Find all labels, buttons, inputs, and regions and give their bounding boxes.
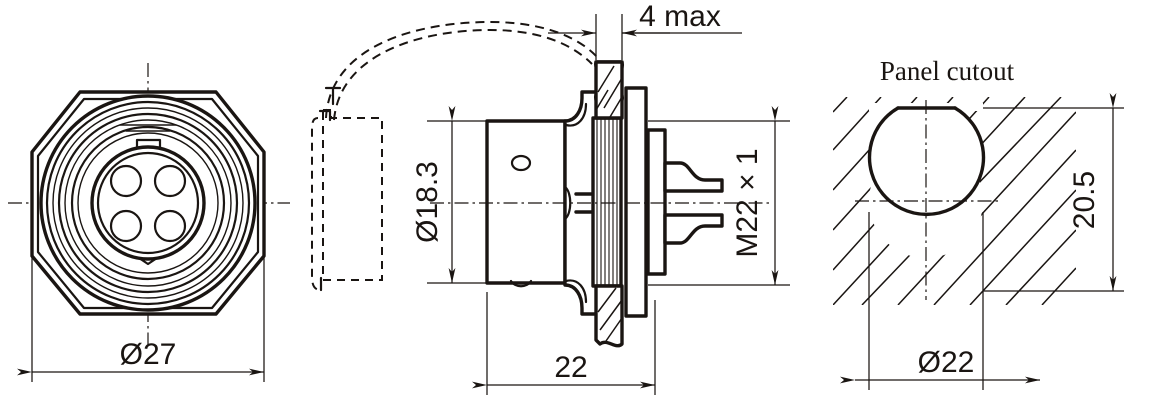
- cutout-diameter-dimension: [840, 212, 1040, 390]
- rear-insulator: [646, 128, 667, 276]
- contact-pin-4: [153, 209, 187, 243]
- front-diameter-label: Ø27: [120, 338, 177, 371]
- connector-body-side: [485, 119, 567, 288]
- bottom-key-mark: [137, 256, 159, 266]
- solder-terminals: [663, 161, 724, 245]
- terminal-lower: [663, 213, 724, 245]
- contact-pin-3: [109, 209, 143, 243]
- keyway-notch: [119, 124, 177, 150]
- panel-hatch-top: [595, 65, 623, 118]
- contact-pins: [109, 164, 187, 243]
- cap-tether-arc: [324, 20, 599, 121]
- contact-pin-1: [109, 164, 143, 198]
- cutout-diameter-label: Ø22: [918, 346, 975, 379]
- dust-cap-phantom: [311, 109, 383, 292]
- side-section-view: [311, 20, 770, 348]
- thread-lines: [596, 118, 618, 286]
- thread-section: [591, 116, 623, 288]
- panel-thickness-label: 4 max: [639, 0, 721, 33]
- setscrew-hole: [510, 154, 532, 172]
- front-view: [8, 63, 290, 382]
- rear-nut-plate: [624, 86, 648, 318]
- panel-cutout-title: Panel cutout: [880, 56, 1015, 86]
- cutout-height-label: 20.5: [1068, 171, 1101, 229]
- panel-cutout-view: [833, 93, 1124, 390]
- panel-hatch-bottom: [597, 287, 623, 342]
- thread-designation-dimension: [648, 106, 790, 286]
- panel-section: [593, 60, 625, 348]
- cutout-height-dimension: [983, 93, 1124, 292]
- connector-shell-rings: [39, 94, 257, 312]
- length-label: 22: [554, 351, 587, 384]
- bore-diameter-label: Ø18.3: [411, 161, 444, 243]
- front-diameter-dimension: [17, 214, 265, 382]
- panel-thickness-dimension: [548, 14, 742, 60]
- contact-pin-2: [153, 164, 187, 198]
- bore-diameter-dimension: [427, 106, 566, 284]
- insulator-bore: [90, 145, 206, 261]
- length-dimension: [472, 292, 656, 395]
- thread-designation-label: M22 × 1: [731, 148, 764, 257]
- terminal-upper: [663, 161, 724, 193]
